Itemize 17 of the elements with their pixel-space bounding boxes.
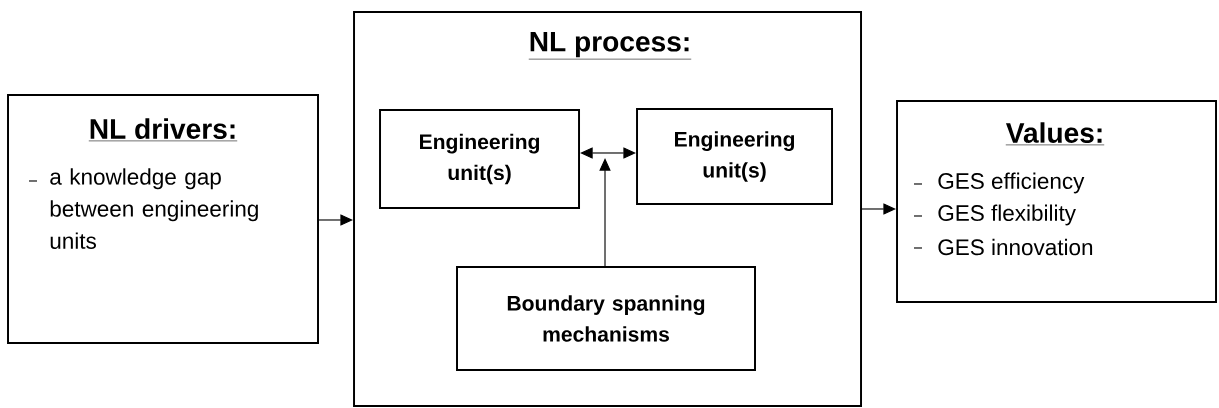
heading: Values: [1005,122,1105,146]
heading: NL process: [528,32,692,60]
arrow [861,203,896,215]
values-box [896,100,1217,303]
arrow [318,214,353,226]
unit-box: Boundary spanning mechanisms [456,266,756,371]
heading: NL drivers: [88,118,238,142]
list-item: GES flexibility [938,204,1076,226]
list-item: GES efficiency [938,172,1085,194]
process-box [353,11,862,407]
list-item: a knowledge gap between engineering units [50,168,258,249]
unit-box: Engineering unit(s) [379,109,580,209]
list-item: GES innovation [938,238,1093,256]
arrow [580,147,636,159]
arrow [599,158,611,267]
unit-box: Engineering unit(s) [636,108,833,205]
driver-box [7,94,319,344]
